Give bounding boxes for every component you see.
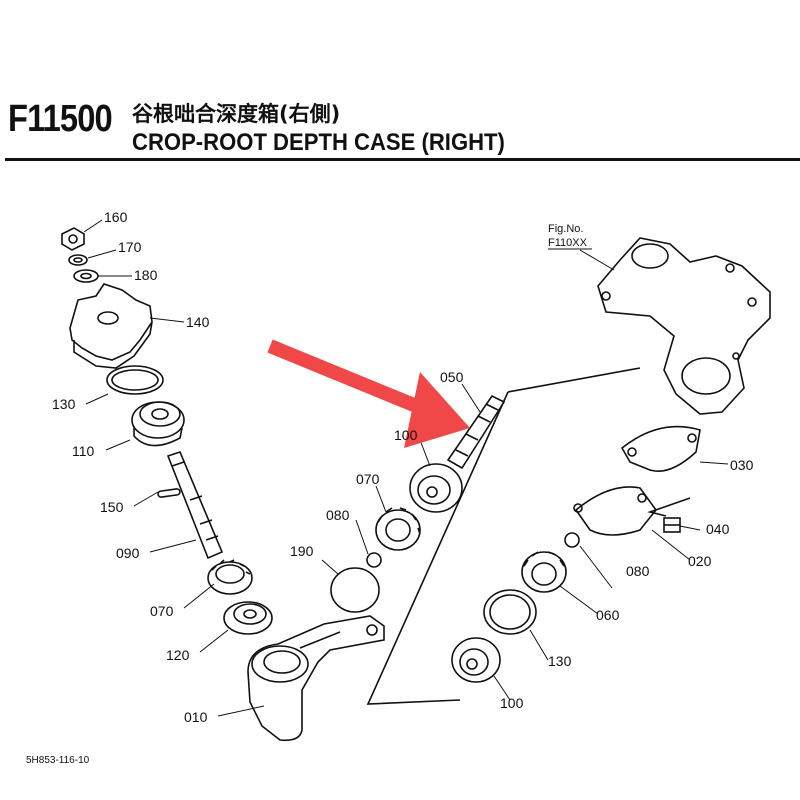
- callout-190: 190: [290, 543, 314, 559]
- callout-140: 140: [186, 314, 210, 330]
- callout-050: 050: [440, 369, 464, 385]
- callout-110: 110: [72, 443, 95, 459]
- part-bevel-gear-060[interactable]: [521, 551, 567, 593]
- callout-060: 060: [596, 607, 620, 623]
- callout-100-upper: 100: [394, 427, 418, 443]
- callout-130-left: 130: [52, 396, 76, 412]
- part-bearing-120[interactable]: [223, 601, 273, 635]
- part-bolt-040[interactable]: [663, 517, 681, 533]
- callout-090: 090: [116, 545, 140, 561]
- part-pin-150[interactable]: [157, 488, 181, 498]
- callout-120: 120: [166, 647, 190, 663]
- callout-160: 160: [104, 209, 128, 225]
- part-bearing-100-lower[interactable]: [451, 637, 501, 683]
- part-nut-160[interactable]: [61, 227, 85, 251]
- part-oring-130-right[interactable]: [483, 589, 537, 635]
- callout-080-mid: 080: [326, 507, 350, 523]
- callout-180: 180: [134, 267, 158, 283]
- part-washer-170[interactable]: [68, 254, 88, 266]
- callout-020: 020: [688, 553, 712, 569]
- bracket-line-020: [647, 497, 691, 517]
- part-bevel-gear-070-left[interactable]: [207, 559, 253, 595]
- part-washer-180[interactable]: [73, 269, 99, 283]
- diagram-code: F11500: [8, 98, 113, 140]
- callout-040: 040: [706, 521, 730, 537]
- part-housing-f110xx[interactable]: [597, 237, 771, 415]
- part-shaft-090[interactable]: [166, 451, 224, 560]
- part-case-010[interactable]: [247, 615, 385, 742]
- callout-070-mid: 070: [356, 471, 380, 487]
- part-washer-080-right[interactable]: [564, 532, 580, 548]
- callout-100-lower: 100: [500, 695, 524, 711]
- fig-ref-number: F110XX: [548, 237, 588, 249]
- header-rule: [5, 158, 800, 161]
- fig-ref-label: Fig.No.: [548, 223, 583, 235]
- leader-lines: [83, 219, 729, 717]
- callout-080-right: 080: [626, 563, 650, 579]
- part-bearing-100-upper[interactable]: [409, 463, 463, 513]
- title-japanese: 谷根咄合深度箱(右側): [132, 102, 341, 126]
- red-arrow-icon: [267, 339, 470, 448]
- callout-130-right: 130: [548, 653, 572, 669]
- callout-010: 010: [184, 709, 208, 725]
- part-oring-190[interactable]: [330, 567, 380, 613]
- bracket-line-top: [507, 367, 641, 393]
- part-bevel-gear-070-mid[interactable]: [375, 507, 421, 551]
- part-oring-130-left[interactable]: [106, 365, 164, 395]
- callout-150: 150: [100, 499, 124, 515]
- header: F11500 谷根咄合深度箱(右側) CROP-ROOT DEPTH CASE …: [0, 0, 800, 170]
- part-plate-020[interactable]: [573, 486, 658, 536]
- callout-030: 030: [730, 457, 754, 473]
- title-english: CROP-ROOT DEPTH CASE (RIGHT): [132, 129, 505, 156]
- footer-code: 5H853-116-10: [26, 755, 90, 766]
- part-washer-080-mid[interactable]: [366, 552, 382, 568]
- part-star-knob-140[interactable]: [69, 283, 153, 369]
- part-bearing-110[interactable]: [131, 401, 185, 447]
- callout-070-left: 070: [150, 603, 174, 619]
- callout-170: 170: [118, 239, 142, 255]
- bracket-line-diagonal: [366, 391, 509, 705]
- part-plate-030[interactable]: [620, 425, 701, 472]
